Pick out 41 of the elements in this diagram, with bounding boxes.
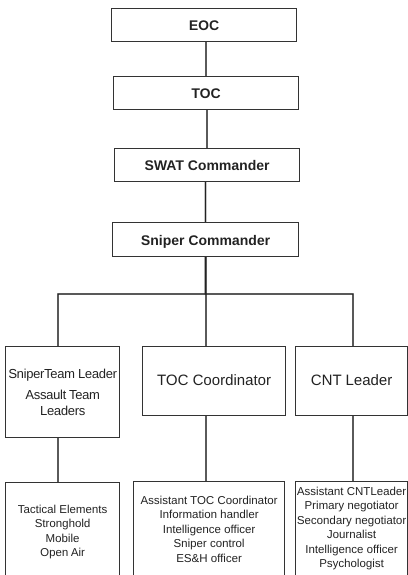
role-label: Open Air: [40, 546, 85, 560]
org-box: [295, 481, 408, 575]
role-label: Primary negotiator: [304, 499, 398, 514]
role-label: SniperTeam Leader: [8, 366, 117, 382]
connector-line: [205, 257, 207, 346]
role-label: Assistant CNTLeader: [296, 485, 406, 500]
role-label: Journalist: [326, 528, 376, 542]
role-label: CNT Leader: [310, 372, 392, 390]
org-box: [111, 8, 297, 42]
role-label: Assault Team Leaders: [24, 387, 101, 418]
role-label: Sniper Commander: [140, 232, 270, 248]
role-label: TOC: [191, 85, 221, 101]
role-label: TOC Coordinator: [157, 372, 271, 390]
role-label: Assistant TOC Coordinator: [140, 494, 278, 508]
org-box: [5, 482, 120, 575]
org-box: [295, 346, 408, 416]
connector-line: [205, 416, 207, 481]
role-label: Stronghold: [34, 517, 90, 532]
org-box: [113, 76, 299, 110]
role-label: Mobile: [46, 532, 80, 546]
org-box: [114, 148, 300, 182]
role-label: SWAT Commander: [144, 157, 270, 173]
role-label: Psychologist: [319, 556, 384, 572]
role-label: Information handler: [159, 508, 259, 523]
role-label: Secondary negotiator: [296, 514, 406, 528]
connector-line: [206, 110, 208, 148]
role-label: Tactical Elements: [18, 503, 108, 518]
role-label: Intelligence officer: [162, 522, 256, 538]
connector-line: [352, 416, 354, 481]
connector-line: [57, 438, 59, 482]
org-box: [5, 346, 120, 438]
org-box: [133, 481, 285, 575]
connector-line: [205, 42, 207, 76]
role-label: Intelligence officer: [305, 542, 398, 557]
role-label: EOC: [188, 17, 220, 33]
org-box: [142, 346, 286, 416]
connector-line: [204, 257, 354, 346]
role-label: Sniper control: [174, 537, 244, 552]
connector-line: [204, 182, 206, 222]
org-box: [112, 222, 299, 257]
role-label: ES&H officer: [176, 552, 242, 566]
